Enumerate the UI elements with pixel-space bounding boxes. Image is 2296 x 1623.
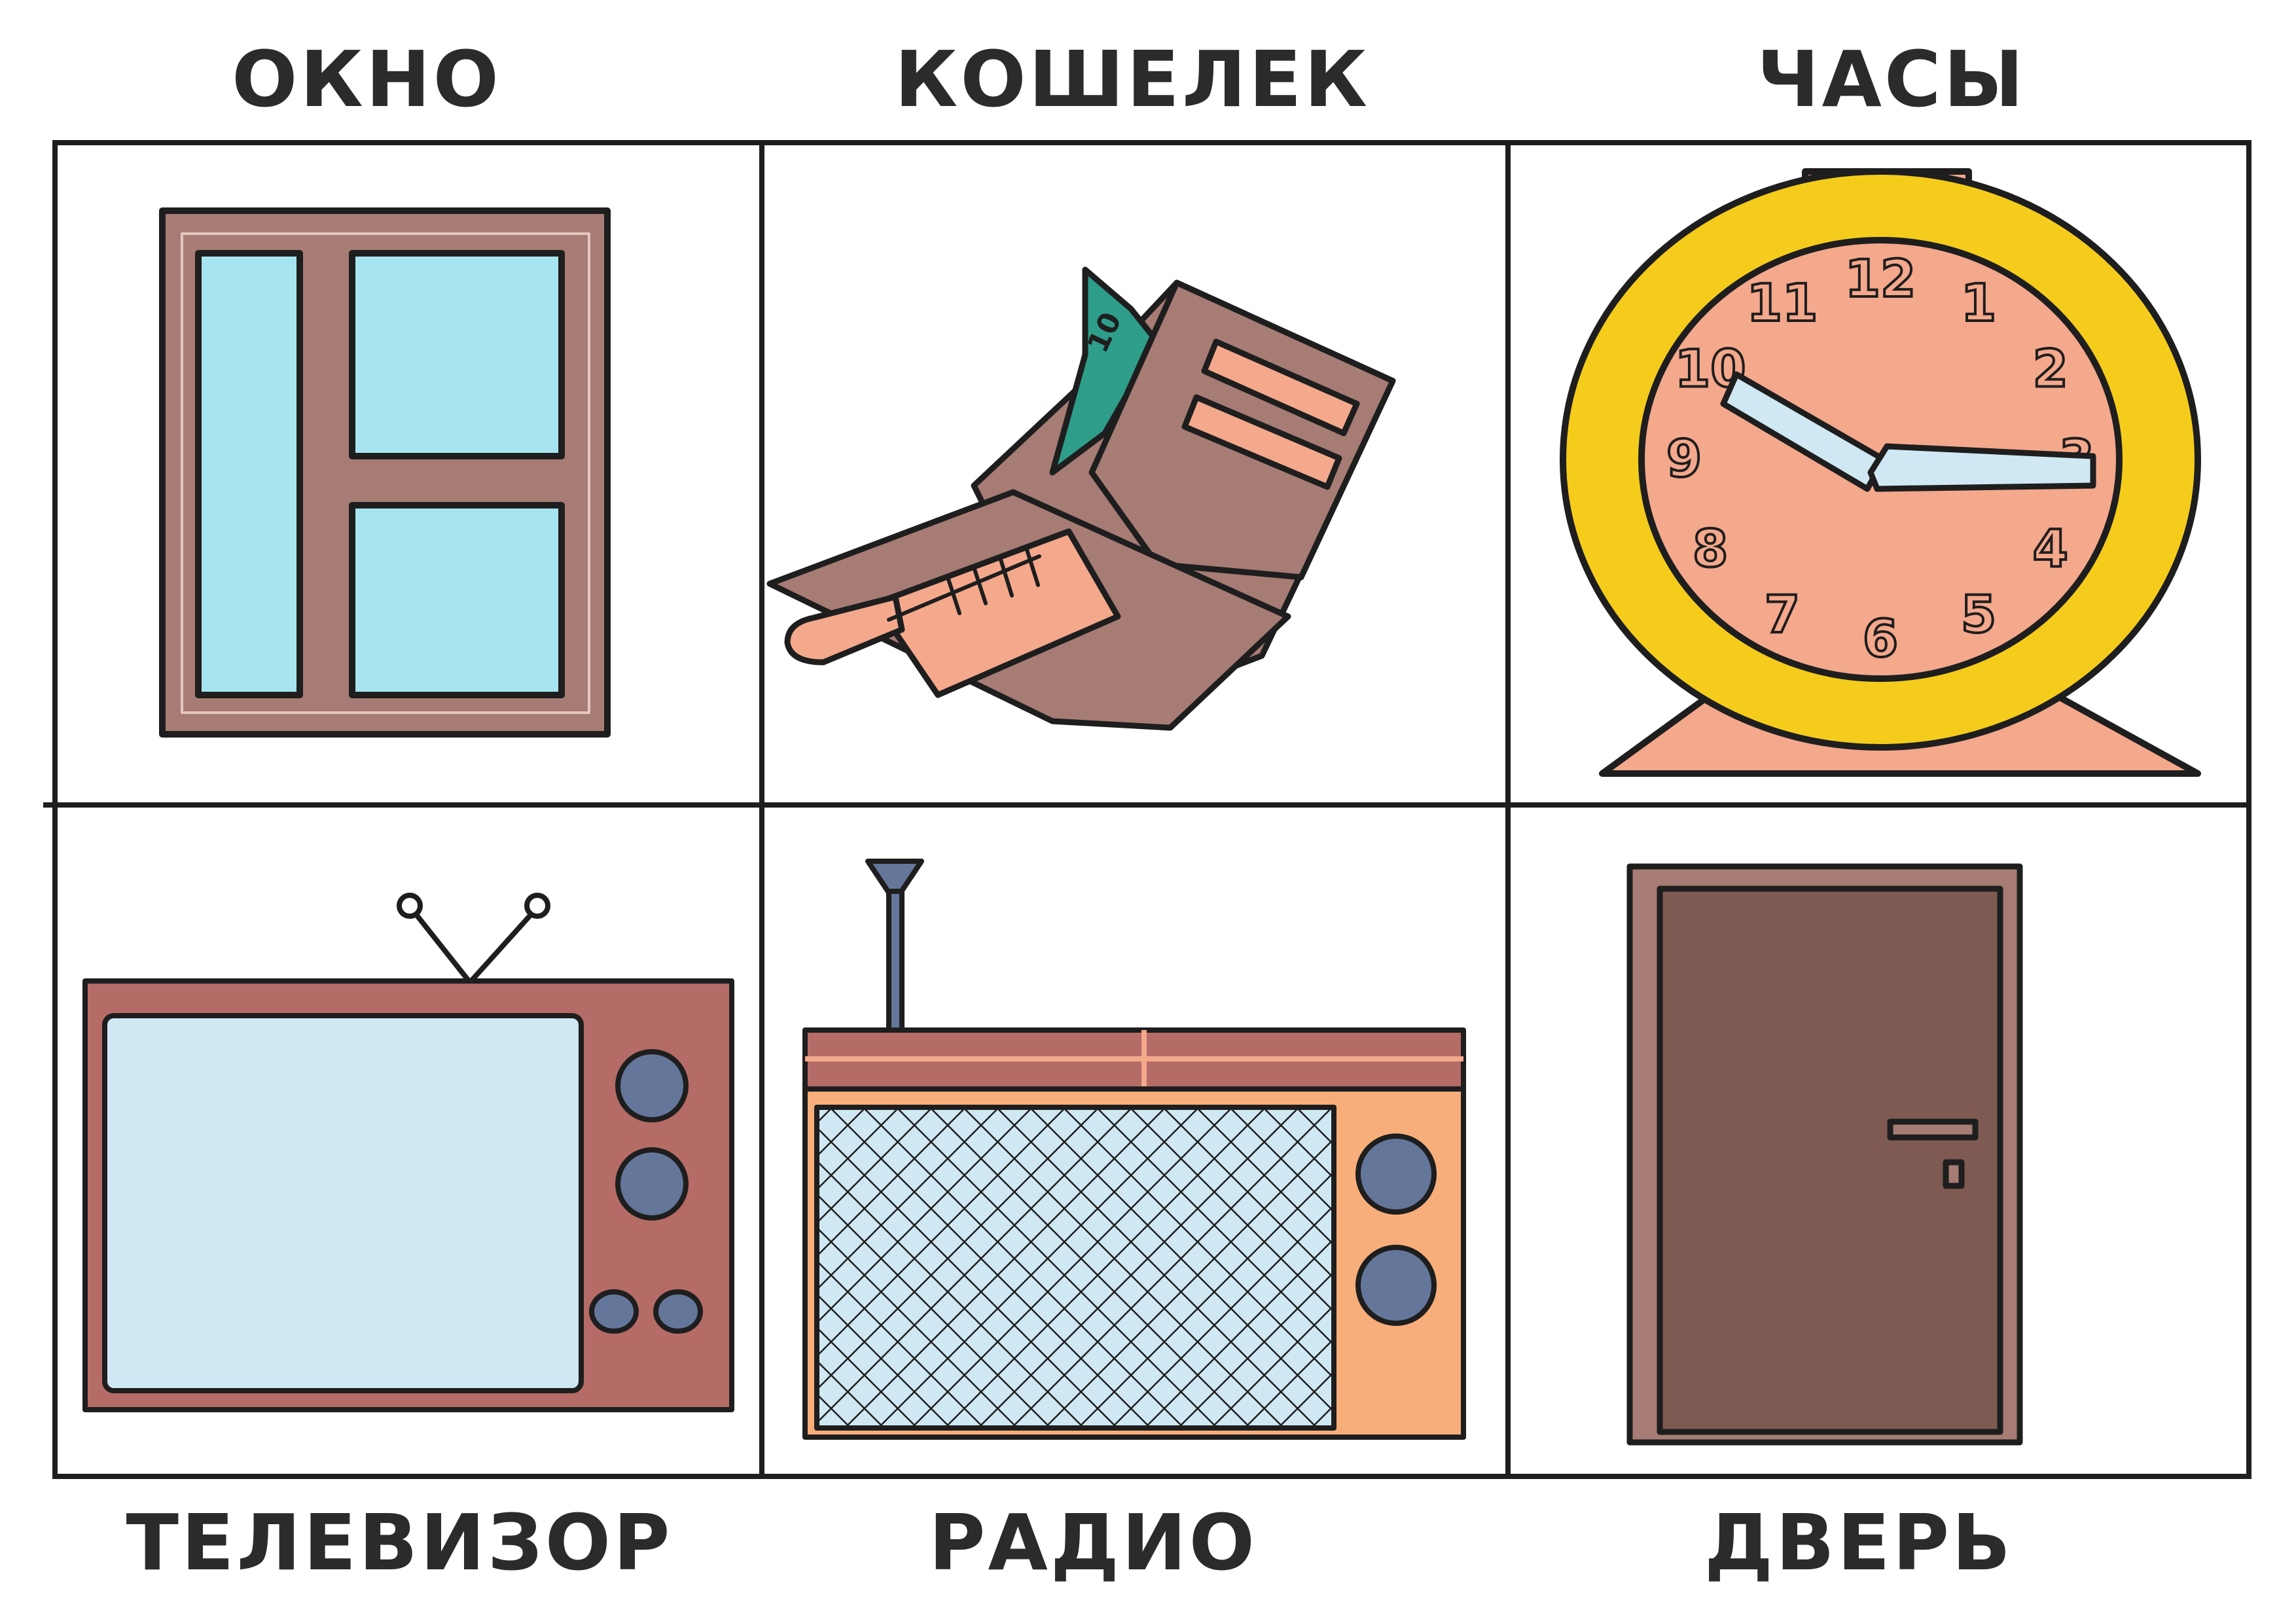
- wallet-coin-pocket: [872, 528, 1121, 698]
- clock-numeral: 7: [1765, 586, 1800, 645]
- tv-knob-middle: [615, 1147, 689, 1221]
- window-picture: [159, 207, 611, 738]
- door-cell: [1511, 808, 2246, 1474]
- clock-cell: 121234567891011: [1511, 145, 2246, 802]
- grid-border-top: [52, 140, 2251, 145]
- clock-numeral: 6: [1863, 610, 1898, 669]
- wallet-clasp: [784, 594, 905, 666]
- door-leaf: [1657, 885, 2003, 1435]
- clock-numeral: 5: [1961, 586, 1996, 645]
- clock-numeral: 1: [1961, 274, 1996, 333]
- door-handle: [1887, 1118, 1979, 1141]
- tv-antenna-right-tip: [524, 893, 550, 919]
- tv-button-left: [589, 1289, 639, 1334]
- window-cell: [58, 145, 759, 802]
- tv-antenna-right: [467, 907, 538, 985]
- radio-picture: [802, 859, 1466, 1440]
- tv-antenna-left: [410, 907, 473, 985]
- radio-knob-bottom: [1355, 1245, 1437, 1326]
- clock-minute-hand: [1867, 443, 2096, 492]
- clock-numeral: 11: [1747, 274, 1818, 333]
- grid-border-left: [52, 140, 58, 1479]
- radio-knob-top: [1355, 1133, 1437, 1215]
- tv-antenna-left-tip: [397, 893, 423, 919]
- door-keyhole: [1943, 1159, 1965, 1189]
- television-picture: [82, 893, 734, 1412]
- grid-border-bottom: [52, 1474, 2251, 1479]
- grid-border-right: [2246, 140, 2251, 1479]
- window-pane-left: [195, 250, 303, 698]
- caption-radio: РАДИО: [929, 1497, 1257, 1588]
- clock-numeral: 12: [1845, 250, 1916, 309]
- window-frame-inner: [181, 232, 590, 714]
- radio-speaker-grille: [814, 1105, 1336, 1431]
- clock-numeral: 4: [2033, 520, 2068, 579]
- window-pane-top-right: [349, 250, 565, 459]
- caption-window: ОКНО: [232, 34, 501, 124]
- grid-divider-horizontal: [43, 802, 2251, 808]
- wallet-banknote: [1049, 266, 1160, 476]
- wallet-card-slot-top: [1201, 338, 1360, 437]
- grid-divider-vertical-2: [1505, 140, 1511, 1479]
- caption-clock: ЧАСЫ: [1757, 34, 2026, 124]
- clock-numeral: 9: [1666, 430, 1702, 489]
- radio-cell: [764, 808, 1505, 1474]
- caption-wallet: КОШЕЛЕК: [894, 34, 1371, 124]
- window-pane-bottom-right: [349, 502, 565, 698]
- wallet-cell: 10: [764, 145, 1505, 802]
- grid-divider-vertical-1: [759, 140, 764, 1479]
- caption-television: ТЕЛЕВИЗОР: [126, 1497, 673, 1588]
- tv-screen: [102, 1013, 584, 1393]
- tv-knob-top: [615, 1049, 689, 1122]
- television-cell: [58, 808, 759, 1474]
- tv-button-right: [653, 1289, 703, 1334]
- door-picture: [1626, 863, 2023, 1446]
- wallet-picture: 10: [766, 266, 1396, 731]
- clock-numeral: 2: [2033, 340, 2068, 399]
- radio-antenna-tip: [865, 859, 924, 895]
- wallet-coin-pocket-stripes: [887, 546, 1041, 622]
- clock-numeral: 8: [1693, 520, 1728, 579]
- caption-door: ДВЕРЬ: [1704, 1497, 2014, 1588]
- alarm-clock-picture: 121234567891011: [1560, 168, 2201, 777]
- wallet-card-slot-bottom: [1181, 394, 1342, 490]
